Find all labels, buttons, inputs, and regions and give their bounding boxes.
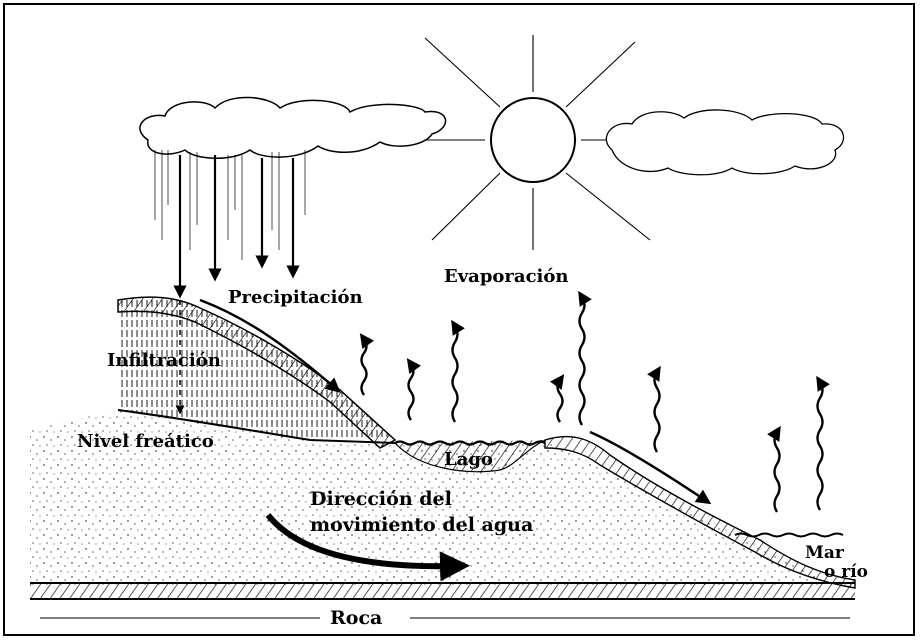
lake-bed bbox=[394, 439, 546, 473]
rock-layer bbox=[30, 582, 855, 619]
soil-layer bbox=[30, 410, 855, 585]
label-rock: Roca bbox=[330, 607, 382, 629]
label-lake: Lago bbox=[444, 449, 493, 470]
hill-slope bbox=[117, 296, 397, 449]
groundwater-flow-arrow bbox=[265, 513, 470, 582]
water-table-line bbox=[117, 409, 396, 444]
label-flow-direction-2: movimiento del agua bbox=[310, 514, 533, 536]
runoff-arrow-right bbox=[589, 430, 712, 505]
cloud-icon bbox=[605, 109, 845, 176]
evaporation-arrows bbox=[359, 290, 830, 513]
rain-cloud-icon bbox=[139, 96, 447, 299]
label-sea-2: o río bbox=[824, 562, 868, 582]
infiltration-zone bbox=[118, 297, 395, 440]
label-sea-1: Mar bbox=[805, 543, 845, 563]
label-precipitation: Precipitación bbox=[228, 287, 363, 308]
runoff-arrow-left bbox=[199, 298, 341, 393]
label-evaporation: Evaporación bbox=[444, 266, 568, 287]
sea-surface bbox=[734, 532, 844, 538]
label-water-table: Nivel freático bbox=[77, 431, 214, 452]
label-infiltration: Infiltración bbox=[107, 350, 221, 371]
label-flow-direction-1: Dirección del bbox=[310, 488, 452, 510]
